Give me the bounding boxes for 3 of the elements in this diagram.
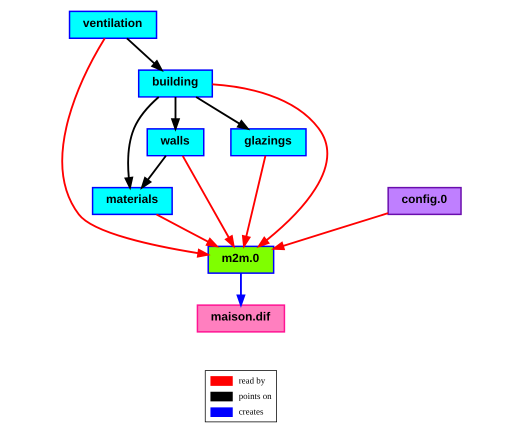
legend-label: creates — [238, 406, 264, 417]
legend-label: points on — [238, 390, 272, 401]
legend-label: read by — [238, 375, 266, 386]
